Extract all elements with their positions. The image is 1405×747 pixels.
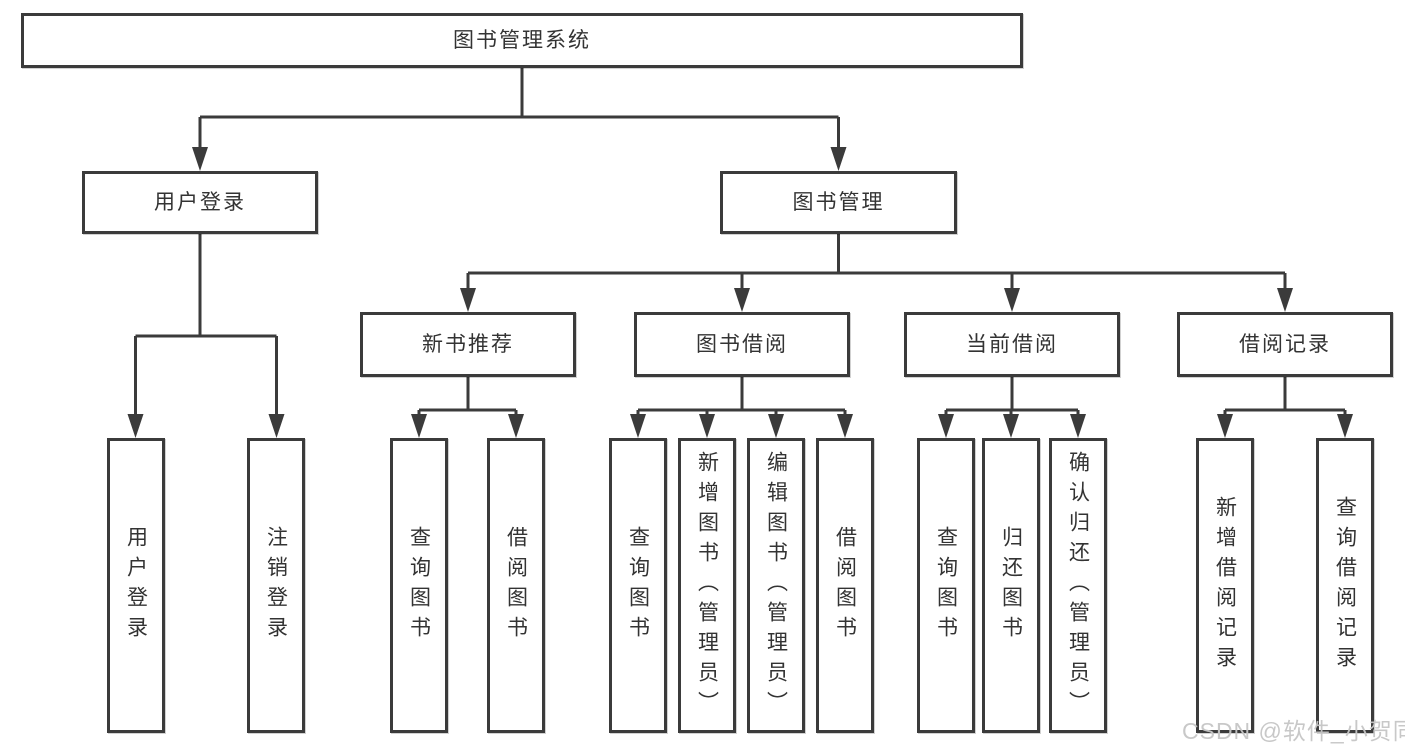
node-leaf-add-books-admin: 新增图书（管理员）	[678, 438, 736, 733]
node-borrow-records: 借阅记录	[1177, 312, 1393, 377]
node-label: 查询图书	[934, 525, 958, 646]
node-label: 确认归还（管理员）	[1066, 450, 1090, 721]
arrowheads	[127, 147, 1353, 438]
node-leaf-user-login: 用户登录	[107, 438, 165, 733]
node-library-management-system: 图书管理系统	[21, 13, 1023, 68]
node-leaf-confirm-return-admin: 确认归还（管理员）	[1049, 438, 1107, 733]
node-label: 查询图书	[626, 525, 650, 646]
node-leaf-borrow-query-books: 查询图书	[609, 438, 667, 733]
node-label: 图书管理	[792, 191, 885, 214]
node-label: 新增借阅记录	[1213, 495, 1237, 676]
node-label: 用户登录	[154, 191, 246, 214]
node-label: 查询图书	[407, 525, 431, 646]
node-leaf-add-borrow-record: 新增借阅记录	[1196, 438, 1254, 733]
node-leaf-edit-books-admin: 编辑图书（管理员）	[747, 438, 805, 733]
node-label: 图书管理系统	[453, 29, 591, 52]
node-label: 查询借阅记录	[1333, 495, 1357, 676]
watermark: CSDN @软件_小贺同学	[1182, 718, 1405, 744]
node-label: 用户登录	[124, 525, 148, 646]
node-label: 新书推荐	[422, 333, 514, 356]
node-leaf-logout: 注销登录	[247, 438, 305, 733]
node-leaf-recommend-borrow-books: 借阅图书	[487, 438, 545, 733]
node-leaf-query-borrow-record: 查询借阅记录	[1316, 438, 1374, 733]
node-label: 当前借阅	[966, 333, 1058, 356]
node-book-borrowing: 图书借阅	[634, 312, 850, 377]
node-leaf-current-query-books: 查询图书	[917, 438, 975, 733]
node-label: 借阅图书	[833, 525, 857, 646]
connector-paths	[134, 68, 1347, 417]
node-label: 新增图书（管理员）	[695, 450, 719, 721]
node-current-borrowing: 当前借阅	[904, 312, 1120, 377]
node-label: 编辑图书（管理员）	[764, 450, 788, 721]
node-book-management: 图书管理	[720, 171, 957, 234]
node-label: 注销登录	[264, 525, 288, 646]
node-label: 借阅记录	[1239, 333, 1331, 356]
node-leaf-recommend-query-books: 查询图书	[390, 438, 448, 733]
node-leaf-borrow-books: 借阅图书	[816, 438, 874, 733]
node-leaf-return-books: 归还图书	[982, 438, 1040, 733]
node-user-login: 用户登录	[82, 171, 318, 234]
node-new-book-recommend: 新书推荐	[360, 312, 576, 377]
node-label: 图书借阅	[696, 333, 788, 356]
node-label: 归还图书	[999, 525, 1023, 646]
node-label: 借阅图书	[504, 525, 528, 646]
